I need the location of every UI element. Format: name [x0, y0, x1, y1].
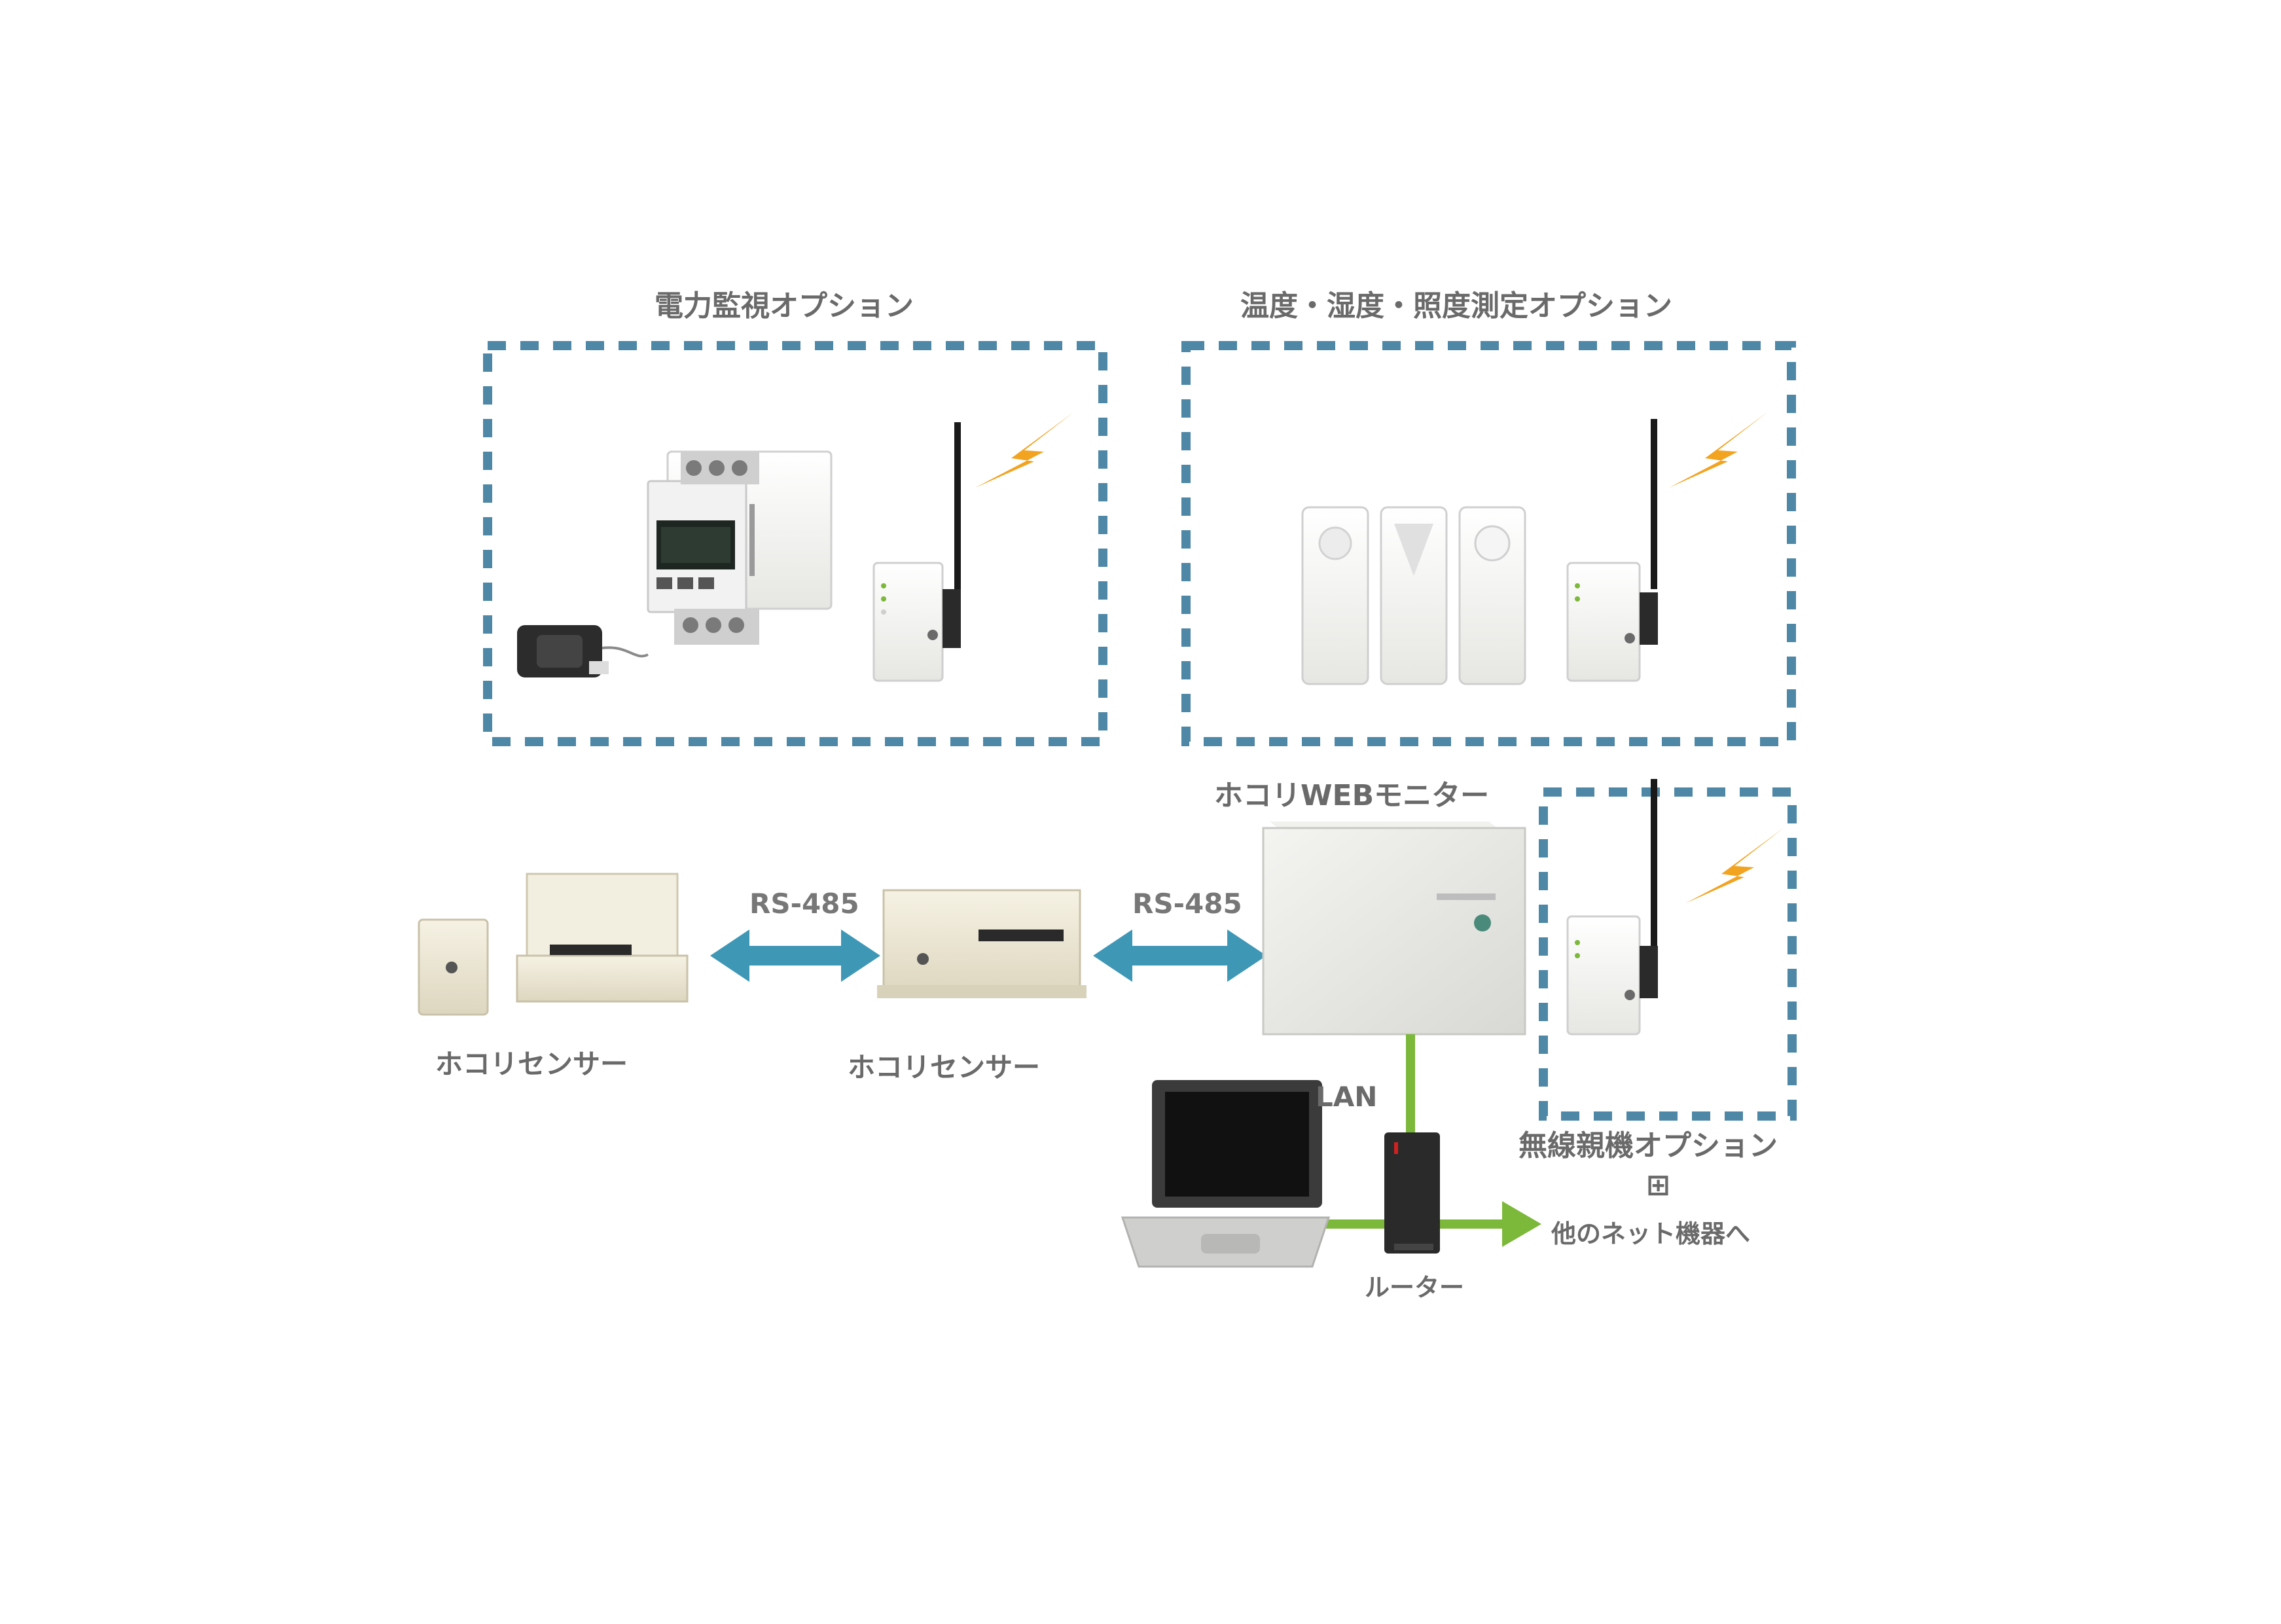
wireless-option-title: 無線親機オプション: [1518, 1129, 1778, 1163]
env-wireless-unit: [1566, 419, 1658, 682]
illuminance-sensor-icon: [1458, 506, 1526, 685]
sensor-label-1: ホコリセンサー: [435, 1048, 628, 1080]
web-monitor-server-icon: [1262, 821, 1526, 1036]
lightning-icon: [975, 412, 1073, 488]
plus-symbol: ⊞: [1646, 1168, 1670, 1202]
lan-label: LAN: [1316, 1081, 1377, 1113]
env-option-title: 温度・湿度・照度測定オプション: [1240, 289, 1672, 323]
lan-arrow-head: [1502, 1201, 1541, 1247]
rs485-arrow-2: [1093, 929, 1266, 982]
env-option-box: [1181, 341, 1796, 746]
lightning-icon: [1669, 412, 1767, 488]
lightning-icon: [1685, 828, 1784, 903]
dust-sensor-icon: [418, 918, 489, 1016]
power-meter-icon: [647, 450, 833, 645]
router-label: ルーター: [1365, 1273, 1464, 1302]
dust-sensor-icon: [516, 873, 689, 1003]
rs485-arrow-1: [710, 929, 880, 982]
other-devices-label: 他のネット機器へ: [1551, 1219, 1750, 1248]
humidity-sensor-icon: [1380, 506, 1448, 685]
rs485-label-2: RS-485: [1132, 888, 1242, 920]
master-wireless-unit: [1566, 779, 1658, 1036]
power-option-box: [483, 341, 1107, 746]
wireless-option-box: [1539, 787, 1797, 1121]
current-sensor-clamp-icon: [517, 625, 649, 677]
dust-sensor-icon: [877, 889, 1087, 998]
laptop-icon: [1121, 1080, 1331, 1268]
rs485-label-1: RS-485: [749, 888, 859, 920]
router-icon: [1384, 1132, 1440, 1254]
power-option-title: 電力監視オプション: [655, 289, 914, 323]
power-wireless-unit: [872, 422, 961, 682]
temperature-sensor-icon: [1301, 506, 1369, 685]
web-monitor-title: ホコリWEBモニター: [1214, 779, 1489, 812]
sensor-label-2: ホコリセンサー: [848, 1051, 1040, 1083]
